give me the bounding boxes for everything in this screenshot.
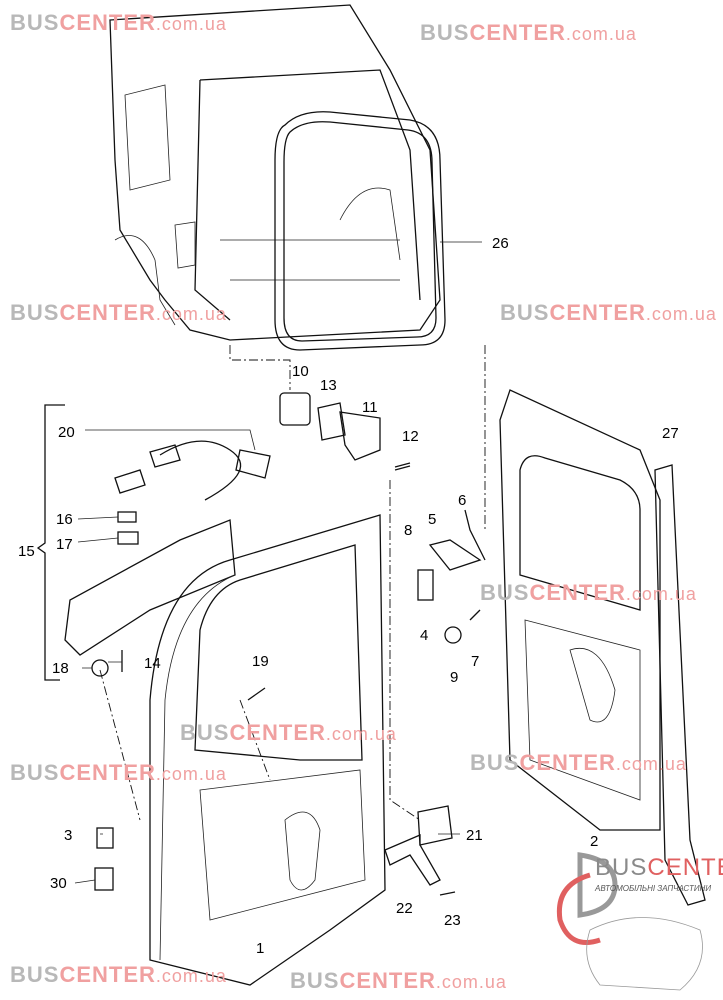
callout-18: 18 [52, 660, 69, 677]
watermark-part1: BUS [10, 300, 60, 325]
buscenter-logo: BUSCENTER АВТОМОБІЛЬНІ ЗАПЧАСТИНИ [555, 850, 723, 910]
watermark-part2: CENTER [229, 720, 326, 745]
watermark-part1: BUS [420, 20, 470, 45]
watermark-part1: BUS [180, 720, 230, 745]
logo-brand-part1: BUS [595, 854, 648, 881]
watermark-part2: CENTER [59, 10, 156, 35]
watermark-part1: BUS [10, 10, 60, 35]
logo-mark [556, 852, 703, 991]
callout-23: 23 [444, 912, 461, 929]
callout-17: 17 [56, 536, 73, 553]
watermark-part2: CENTER [59, 962, 156, 987]
watermark: BUSCENTER.com.ua [180, 720, 397, 747]
watermark-part2: CENTER [529, 580, 626, 605]
callout-10: 10 [292, 363, 309, 380]
watermark-part2: CENTER [469, 20, 566, 45]
callout-8: 8 [404, 522, 412, 539]
left-door-1 [149, 514, 386, 986]
callout-2: 2 [590, 833, 598, 850]
leader-lines [74, 241, 482, 884]
watermark: BUSCENTER.com.ua [500, 300, 717, 327]
watermark: BUSCENTER.com.ua [10, 760, 227, 787]
watermark-part1: BUS [480, 580, 530, 605]
watermark-part3: .com.ua [625, 584, 697, 604]
watermark-part2: CENTER [519, 750, 616, 775]
callout-7: 7 [471, 653, 479, 670]
watermark-part1: BUS [10, 760, 60, 785]
watermark: BUSCENTER.com.ua [10, 300, 227, 327]
watermark-part1: BUS [10, 962, 60, 987]
watermark: BUSCENTER.com.ua [10, 10, 227, 37]
watermark-part3: .com.ua [155, 14, 227, 34]
watermark-part3: .com.ua [155, 764, 227, 784]
callout-27: 27 [662, 425, 679, 442]
watermark-part2: CENTER [339, 968, 436, 993]
watermark: BUSCENTER.com.ua [290, 968, 507, 995]
watermark-part3: .com.ua [155, 966, 227, 986]
small-parts [64, 392, 486, 896]
callout-16: 16 [56, 511, 73, 528]
callout-30: 30 [50, 875, 67, 892]
watermark-part1: BUS [500, 300, 550, 325]
callout-26: 26 [492, 235, 509, 252]
van-body-rear [109, 4, 441, 341]
callout-4: 4 [420, 627, 428, 644]
callout-19: 19 [252, 653, 269, 670]
watermark: BUSCENTER.com.ua [470, 750, 687, 777]
callout-3: 3 [64, 827, 72, 844]
callout-22: 22 [396, 900, 413, 917]
watermark: BUSCENTER.com.ua [420, 20, 637, 47]
watermark-part2: CENTER [59, 760, 156, 785]
callout-13: 13 [320, 377, 337, 394]
watermark-part2: CENTER [59, 300, 156, 325]
watermark-part3: .com.ua [155, 304, 227, 324]
callout-21: 21 [466, 827, 483, 844]
door-seal-26 [274, 111, 446, 351]
watermark-part3: .com.ua [645, 304, 717, 324]
callout-12: 12 [402, 428, 419, 445]
watermark-part1: BUS [470, 750, 520, 775]
watermark-part3: .com.ua [565, 24, 637, 44]
callout-1: 1 [256, 940, 264, 957]
bracket-15 [36, 404, 65, 681]
logo-brand-part2: CENTER [647, 854, 723, 881]
callout-15: 15 [18, 543, 35, 560]
watermark-part2: CENTER [549, 300, 646, 325]
watermark-part3: .com.ua [325, 724, 397, 744]
watermark-part3: .com.ua [435, 972, 507, 992]
right-door-2 [499, 389, 706, 906]
callout-14: 14 [144, 655, 161, 672]
logo-tagline: АВТОМОБІЛЬНІ ЗАПЧАСТИНИ [595, 884, 712, 893]
watermark: BUSCENTER.com.ua [10, 962, 227, 989]
watermark: BUSCENTER.com.ua [480, 580, 697, 607]
logo-brand: BUSCENTER [595, 854, 723, 882]
callout-5: 5 [428, 511, 436, 528]
callout-20: 20 [58, 424, 75, 441]
watermark-part3: .com.ua [615, 754, 687, 774]
callout-9: 9 [450, 669, 458, 686]
callout-6: 6 [458, 492, 466, 509]
watermark-part1: BUS [290, 968, 340, 993]
callout-11: 11 [362, 399, 378, 416]
